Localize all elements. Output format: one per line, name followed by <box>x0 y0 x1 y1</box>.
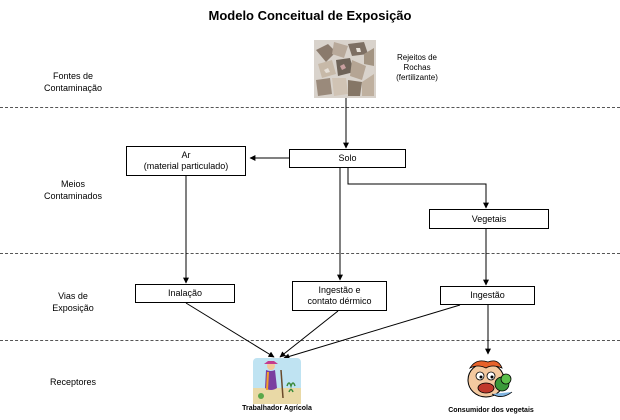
divider-2 <box>0 253 620 254</box>
row-label-vias-line2: Exposição <box>52 303 94 313</box>
row-label-receptores: Receptores <box>28 376 118 388</box>
row-label-receptores-line1: Receptores <box>49 377 97 387</box>
receptor-consumidor-label: Consumidor dos vegetais <box>448 407 534 414</box>
row-label-meios-line2: Contaminados <box>43 191 103 201</box>
divider-1 <box>0 107 620 108</box>
source-label-line1: Rejeitos de <box>396 53 438 62</box>
diagram-title: Modelo Conceitual de Exposição <box>208 8 412 23</box>
arrow-solo-vegetais <box>347 168 489 209</box>
consumer-icon <box>467 360 513 398</box>
box-ar-line1: Ar <box>181 150 191 160</box>
box-inalacao-label: Inalação <box>167 288 203 298</box>
rock-pile-icon <box>314 40 376 98</box>
box-ingestao-contato: Ingestão e contato dérmico <box>292 281 387 311</box>
receptor-trabalhador-label: Trabalhador Agrícola <box>242 405 312 412</box>
box-ingestao: Ingestão <box>440 286 535 305</box>
row-label-fontes-line1: Fontes de <box>52 71 94 81</box>
row-label-fontes-line2: Contaminação <box>43 83 103 93</box>
box-vegetais-label: Vegetais <box>471 213 507 224</box>
box-vegetais: Vegetais <box>429 209 549 229</box>
box-ingestao-contato-line1: Ingestão e <box>318 285 361 295</box>
arrow-inalacao-trabalhador <box>185 302 275 358</box>
farm-worker-icon <box>253 358 301 404</box>
source-label: Rejeitos de Rochas (fertilizante) <box>382 53 452 83</box>
source-label-line2: Rochas <box>403 63 431 72</box>
row-label-meios-line1: Meios <box>60 179 85 189</box>
box-solo-label: Solo <box>338 153 357 163</box>
divider-3 <box>0 340 620 341</box>
row-label-vias-line1: Vias de <box>58 291 88 301</box>
row-label-meios: Meios Contaminados <box>28 178 118 202</box>
box-ar: Ar (material particulado) <box>126 146 246 176</box>
source-label-line3: (fertilizante) <box>396 73 438 82</box>
row-label-vias: Vias de Exposição <box>28 290 118 314</box>
row-label-fontes: Fontes de Contaminação <box>28 70 118 94</box>
box-ingestao-label: Ingestão <box>470 290 505 300</box>
box-ingestao-contato-line2: contato dérmico <box>307 296 372 306</box>
arrow-contato-trabalhador <box>279 310 339 358</box>
box-ar-line2: (material particulado) <box>143 161 229 171</box>
box-solo: Solo <box>289 149 406 168</box>
box-inalacao: Inalação <box>135 284 235 303</box>
arrow-ingestao-trabalhador <box>283 304 461 360</box>
